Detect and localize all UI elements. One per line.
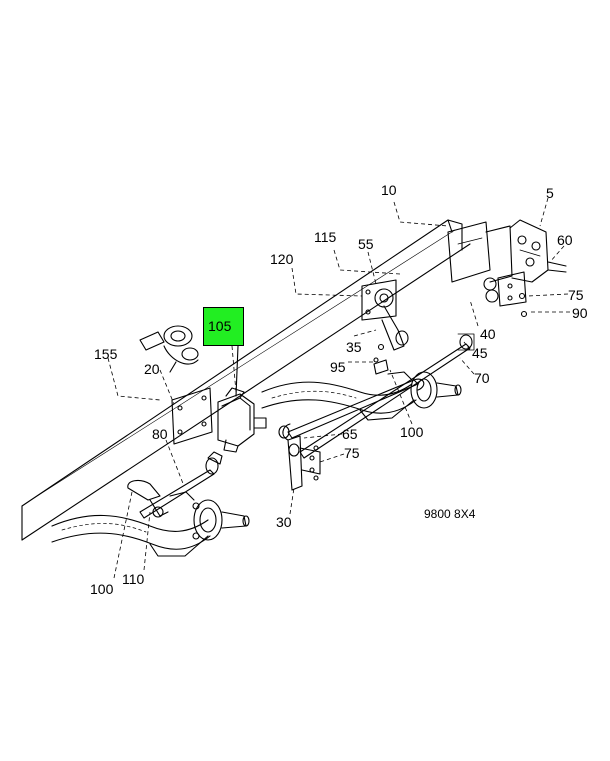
small-hardware: [373, 343, 389, 375]
callout-115: 115: [314, 229, 337, 245]
right-mount-bracket: [483, 271, 528, 318]
callout-155: 155: [94, 346, 118, 362]
callout-80: 80: [152, 426, 168, 442]
upper-bracket: [361, 279, 409, 351]
rear-axle: [261, 381, 417, 421]
callout-75-lower: 75: [344, 445, 360, 461]
steering-shaft-joint: [139, 325, 199, 373]
drag-link: [278, 378, 425, 441]
right-spindle-hub: [387, 371, 462, 409]
steering-gear: [171, 345, 267, 453]
callout-5: 5: [546, 185, 554, 201]
part-105-label: 105: [208, 318, 232, 334]
left-spindle-hub: [169, 491, 250, 541]
idler-bracket: [287, 435, 321, 491]
callout-100-left: 100: [90, 581, 114, 597]
highlighted-part-105: 105: [203, 307, 244, 346]
diagram-code: 9800 8X4: [424, 507, 476, 521]
callout-10: 10: [381, 182, 397, 198]
frame-rail: [21, 219, 471, 541]
callout-40: 40: [480, 326, 496, 342]
callout-100-right: 100: [400, 424, 424, 440]
lower-tie-rod: [127, 457, 219, 519]
callout-55: 55: [358, 236, 374, 252]
callout-110: 110: [122, 571, 145, 587]
callout-95: 95: [330, 359, 346, 375]
callout-45: 45: [472, 345, 488, 361]
callout-120: 120: [270, 251, 294, 267]
power-steering-unit: [447, 219, 567, 283]
callout-70: 70: [474, 370, 490, 386]
lower-bolts: [207, 445, 319, 481]
callout-30: 30: [276, 514, 292, 530]
callout-65: 65: [342, 426, 358, 442]
leader-lines: [107, 197, 570, 579]
callout-90: 90: [572, 305, 588, 321]
callout-35: 35: [346, 339, 362, 355]
callout-75-upper: 75: [568, 287, 584, 303]
front-axle: [51, 514, 211, 557]
tie-rod: [299, 333, 475, 459]
callout-20: 20: [144, 361, 160, 377]
callout-60: 60: [557, 232, 573, 248]
